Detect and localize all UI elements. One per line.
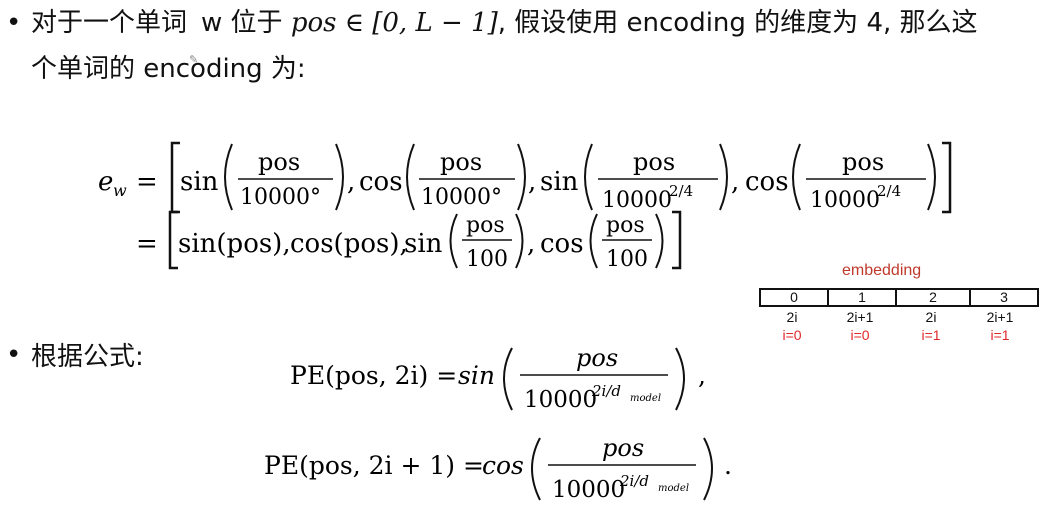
embedding-cell: 0: [761, 290, 829, 305]
word-w: w: [201, 8, 223, 38]
paren-r-1: [335, 143, 344, 211]
sentence-line-2: 个单词的 encoding 为:: [31, 54, 306, 84]
embedding-formula-label: 2i+1: [986, 309, 1014, 325]
comma-1: ,: [347, 167, 355, 197]
ew-cos-1: cos: [359, 167, 403, 197]
pe2-end: .: [724, 451, 732, 480]
pe1-paren-r: [675, 347, 685, 411]
frac4-den-exp: 2/4: [877, 182, 901, 200]
pos-expression: pos ∈ [0, L − 1]: [290, 8, 498, 38]
paren-l-2: [406, 143, 415, 211]
embedding-formula-label: 2i+1: [846, 309, 874, 325]
pe1-paren-l: [503, 347, 513, 411]
comma-3: ,: [731, 167, 739, 197]
frac4-num: pos: [842, 148, 884, 176]
ew-cos-2: cos: [745, 167, 789, 197]
embedding-cell: 2: [897, 290, 971, 305]
ew2-sin-pos: sin(pos),: [178, 229, 291, 259]
pe2-paren-r: [703, 437, 713, 501]
embedding-cell: 1: [829, 290, 897, 305]
sentence-text-b: 位于: [230, 8, 283, 38]
pe2-num: pos: [602, 434, 644, 462]
ew-eq: =: [136, 167, 158, 197]
ew2-sin: sin: [404, 229, 443, 259]
ew-right-bracket: [942, 141, 952, 214]
ew2-left-bracket: [168, 210, 178, 270]
sentence-line-1: 对于一个单词 ✎ w 位于 pos ∈ [0, L − 1], 假设使用 encod…: [31, 4, 1054, 66]
frac2-den: 10000°: [421, 185, 502, 210]
embedding-formula-label: 2i: [786, 309, 798, 325]
paren-l-5: [449, 213, 458, 269]
frac3-den-exp: 2/4: [669, 182, 693, 200]
pe2-cos: cos: [482, 451, 524, 480]
frac5-den: 100: [466, 247, 508, 272]
pe2-lhs: PE(pos, 2i + 1) =: [264, 451, 484, 480]
ew-sin-1: sin: [180, 167, 219, 197]
paren-l-4: [792, 143, 801, 211]
frac4-den-base: 10000: [810, 188, 880, 213]
comma-2: ,: [528, 167, 536, 197]
pe1-den-sub: model: [630, 393, 661, 404]
paren-r-4: [927, 143, 936, 211]
frac2-num: pos: [440, 148, 482, 176]
frac3-num: pos: [633, 148, 675, 176]
pe1-den-base: 10000: [524, 387, 597, 413]
embedding-cell: 3: [1000, 289, 1008, 305]
pe1-end: ,: [698, 361, 706, 390]
sentence-text-a: 对于一个单词: [31, 8, 188, 38]
paren-r-5: [515, 213, 524, 269]
ew2-cos: cos: [540, 229, 584, 259]
bullet-1: •: [6, 8, 22, 38]
ew-left-bracket: [170, 141, 180, 214]
formula-label: 根据公式:: [31, 342, 144, 372]
embedding-i-label: i=1: [990, 327, 1010, 343]
sentence-text-c: , 假设使用 encoding 的维度为 4, 那么这: [497, 8, 978, 38]
pe2-den-base: 10000: [552, 477, 625, 503]
ew-sin-2: sin: [540, 167, 579, 197]
embedding-i-label: i=0: [850, 327, 870, 343]
paren-l-1: [224, 143, 233, 211]
bullet-2: •: [6, 340, 22, 370]
embedding-formula-label: 2i: [925, 309, 937, 325]
paren-r-3: [719, 143, 728, 211]
ew2-right-bracket: [672, 210, 682, 270]
ew-lhs-sub: w: [113, 181, 127, 200]
pe1-sin: sin: [458, 361, 495, 390]
frac1-den: 10000°: [240, 185, 321, 210]
frac6-den: 100: [606, 247, 648, 272]
paren-r-2: [517, 143, 526, 211]
pe1-lhs: PE(pos, 2i) =: [290, 361, 457, 390]
ew2-cos-pos: cos(pos),: [290, 229, 408, 259]
pe1-den-exp: 2i/d: [591, 382, 621, 400]
pe1-num: pos: [576, 344, 618, 372]
frac3-den-base: 10000: [602, 188, 672, 213]
ew-eq-2: =: [136, 229, 158, 259]
pe2-den-exp: 2i/d: [619, 472, 649, 490]
embedding-i-label: i=1: [921, 327, 941, 343]
frac1-num: pos: [258, 148, 300, 176]
ew-lhs: e: [98, 167, 113, 197]
comma-5: ,: [527, 229, 535, 259]
frac6-num: pos: [606, 213, 645, 238]
pe2-paren-l: [531, 437, 541, 501]
pe2-den-sub: model: [658, 483, 689, 494]
frac5-num: pos: [466, 213, 505, 238]
paren-l-3: [584, 143, 593, 211]
embedding-i-label: i=0: [782, 327, 802, 343]
paren-r-6: [655, 213, 664, 269]
embedding-table: 0 1 2 3: [759, 288, 1039, 307]
paren-l-6: [589, 213, 598, 269]
embedding-title: embedding: [842, 262, 922, 279]
pencil-icon: ✎: [189, 53, 199, 66]
